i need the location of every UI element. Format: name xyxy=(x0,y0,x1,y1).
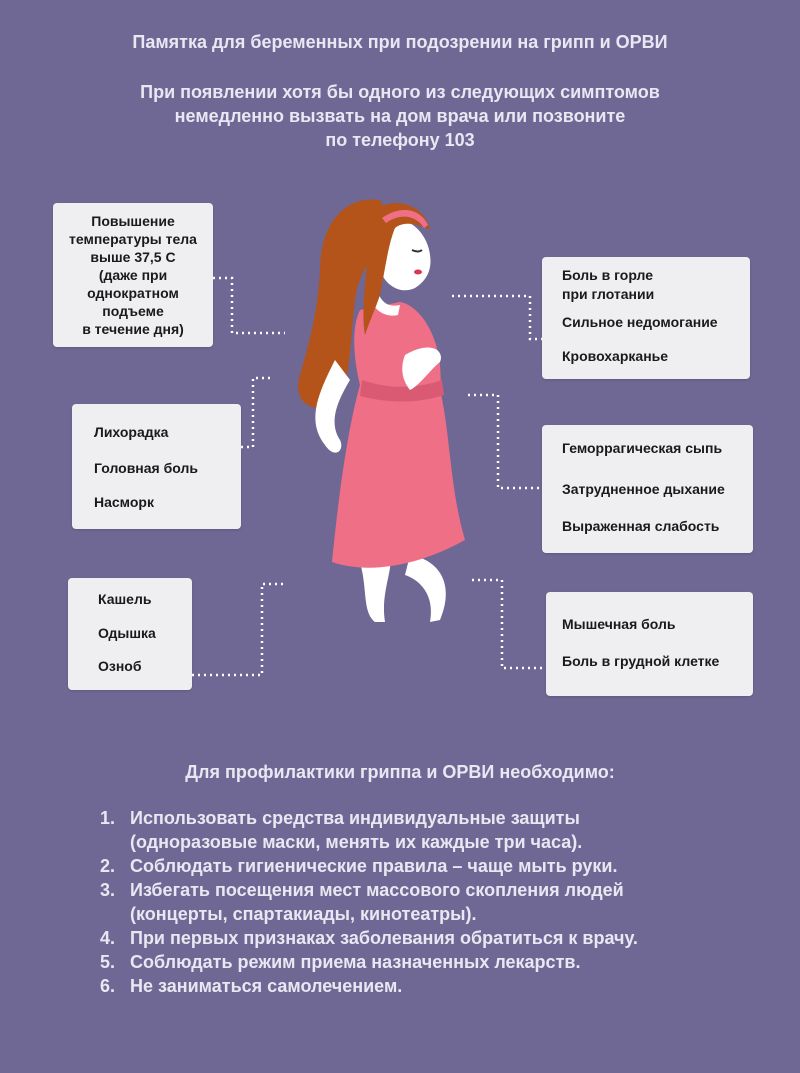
symptom-card-fever: Лихорадка Головная боль Насморк xyxy=(72,404,241,529)
symptom-text: (даже при xyxy=(98,267,168,283)
list-item: 3. Избегать посещения мест массового ско… xyxy=(100,878,760,926)
symptom-text: Насморк xyxy=(94,494,154,510)
list-number: 2. xyxy=(100,856,116,876)
list-item: 2. Соблюдать гигиенические правила – чащ… xyxy=(100,854,760,878)
instruction-line: При появлении хотя бы одного из следующи… xyxy=(140,82,660,102)
symptom-text: Боль в горле xyxy=(562,267,654,283)
symptom-card-temperature: Повышение температуры тела выше 37,5 С (… xyxy=(53,203,213,347)
symptom-text: при глотании xyxy=(562,286,655,302)
symptom-text: Одышка xyxy=(98,625,156,641)
symptom-text: однократном xyxy=(87,285,179,301)
symptom-text: Кровохарканье xyxy=(562,348,669,364)
list-number: 1. xyxy=(100,808,116,828)
prevention-title: Для профилактики гриппа и ОРВИ необходим… xyxy=(185,762,615,782)
symptom-text: Повышение xyxy=(91,213,175,229)
symptom-card-cough: Кашель Одышка Озноб xyxy=(68,578,192,690)
list-item-text: Соблюдать режим приема назначенных лекар… xyxy=(130,952,581,972)
symptom-card-throat: Боль в горле при глотании Сильное недомо… xyxy=(542,257,750,379)
pregnant-woman-illustration xyxy=(298,199,465,622)
list-number: 5. xyxy=(100,952,116,972)
list-item-text: Не заниматься самолечением. xyxy=(130,976,403,996)
symptom-text: в течение дня) xyxy=(82,321,184,337)
symptom-text: Сильное недомогание xyxy=(562,314,718,330)
list-item-text: При первых признаках заболевания обратит… xyxy=(130,928,638,948)
instruction-text: При появлении хотя бы одного из следующи… xyxy=(0,80,800,152)
connector-lines xyxy=(192,276,546,677)
list-number: 3. xyxy=(100,880,116,900)
symptom-text: Геморрагическая сыпь xyxy=(562,440,723,456)
symptom-text: Затрудненное дыхание xyxy=(562,481,725,497)
list-item: 4. При первых признаках заболевания обра… xyxy=(100,926,760,950)
symptom-text: Боль в грудной клетке xyxy=(562,653,720,669)
symptom-text: выше 37,5 С xyxy=(90,249,176,265)
list-item-text: Избегать посещения мест массового скопле… xyxy=(130,880,624,900)
list-number: 4. xyxy=(100,928,116,948)
symptom-text: температуры тела xyxy=(69,231,197,247)
list-item: 6. Не заниматься самолечением. xyxy=(100,974,760,998)
symptom-text: Выраженная слабость xyxy=(562,518,720,534)
instruction-line: немедленно вызвать на дом врача или позв… xyxy=(174,106,626,126)
list-item: 1. Использовать средства индивидуальные … xyxy=(100,806,760,854)
page-title: Памятка для беременных при подозрении на… xyxy=(132,32,668,52)
symptom-text: подъеме xyxy=(102,303,164,319)
symptom-text: Головная боль xyxy=(94,460,198,476)
list-item-text: Использовать средства индивидуальные защ… xyxy=(130,808,580,828)
prevention-list: 1. Использовать средства индивидуальные … xyxy=(100,806,760,998)
symptom-text: Озноб xyxy=(98,658,142,674)
symptom-text: Мышечная боль xyxy=(562,616,676,632)
list-item-text: (концерты, спартакиады, кинотеатры). xyxy=(130,904,477,924)
list-item-text: (одноразовые маски, менять их каждые три… xyxy=(130,832,583,852)
symptom-card-muscle: Мышечная боль Боль в грудной клетке xyxy=(546,592,753,696)
list-number: 6. xyxy=(100,976,116,996)
list-item-text: Соблюдать гигиенические правила – чаще м… xyxy=(130,856,618,876)
instruction-line: по телефону 103 xyxy=(325,130,475,150)
symptom-card-rash: Геморрагическая сыпь Затрудненное дыхани… xyxy=(542,425,753,553)
symptom-text: Лихорадка xyxy=(94,424,169,440)
symptom-text: Кашель xyxy=(98,591,152,607)
list-item: 5. Соблюдать режим приема назначенных ле… xyxy=(100,950,760,974)
